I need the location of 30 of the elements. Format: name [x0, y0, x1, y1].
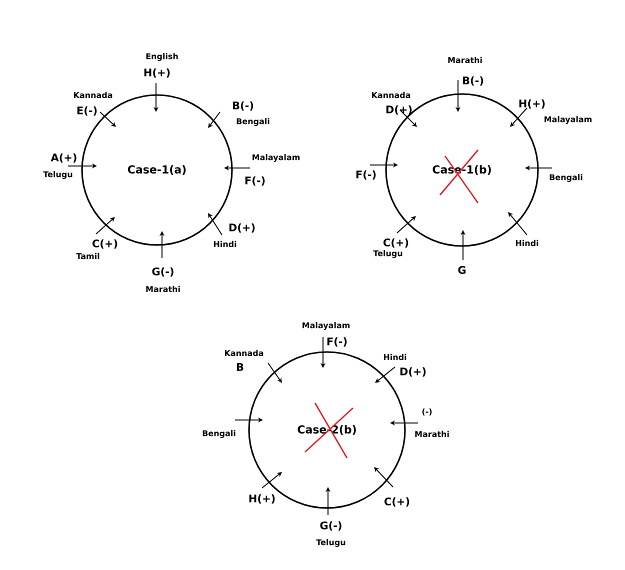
language-label: Hindi: [384, 354, 406, 360]
seat-label: C(+): [383, 238, 408, 248]
language-label: Hindi: [516, 240, 538, 246]
seat-label: H(+): [144, 68, 170, 78]
language-label: Telugu: [43, 171, 72, 179]
seat-label: D(+): [400, 367, 426, 377]
language-label: Kannada: [372, 92, 410, 98]
seat-label: H(+): [519, 99, 545, 109]
language-label: Tamil: [76, 252, 100, 260]
language-label: Malayalam: [302, 322, 350, 330]
seat-label: C(+): [92, 239, 118, 249]
seat-label: G(-): [152, 267, 174, 277]
seat-label: G(-): [320, 521, 342, 531]
language-label: Kannada: [224, 350, 264, 356]
seat-label: F(-): [245, 176, 265, 186]
seat-label: F(-): [356, 170, 376, 180]
language-label: Telugu: [316, 539, 346, 547]
language-label: English: [146, 53, 178, 61]
seat-label: G: [458, 266, 466, 274]
language-label: Marathi: [146, 286, 180, 292]
seat-label: C(+): [384, 497, 410, 507]
seat-label: H(+): [249, 494, 275, 504]
seat-label: D(+): [386, 105, 412, 115]
language-label: Marathi: [448, 56, 482, 64]
language-label: Telugu: [373, 250, 402, 258]
language-label: Marathi: [415, 430, 449, 438]
language-label: Malayalam: [252, 154, 300, 162]
language-label: Bengali: [550, 174, 582, 182]
language-label: Bengali: [202, 430, 236, 438]
language-label: (-): [422, 408, 432, 416]
